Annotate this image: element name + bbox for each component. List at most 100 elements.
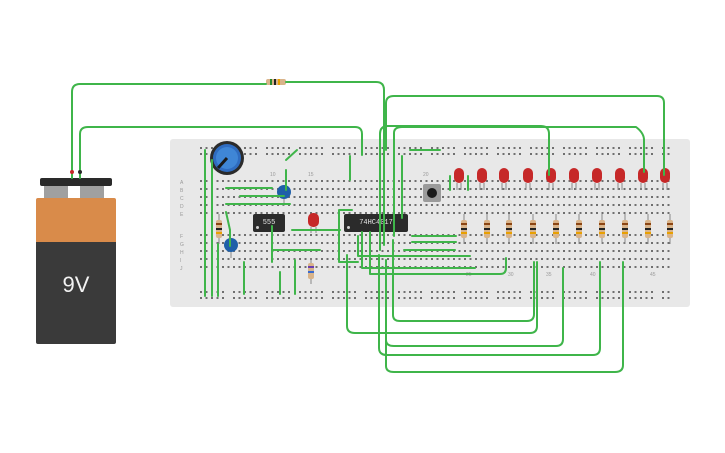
resistor-6[interactable] [576,214,582,244]
battery-terminal-positive[interactable] [80,186,104,200]
led-5[interactable] [546,168,556,190]
breadboard-hole [475,212,477,214]
breadboard-hole [299,291,301,293]
breadboard-hole [354,258,356,260]
wire-12[interactable] [338,209,359,263]
breadboard-hole [370,212,373,214]
resistor-7[interactable] [599,214,605,244]
breadboard-hole [354,266,356,268]
indicator-led[interactable] [308,213,319,233]
resistor-9[interactable] [645,214,651,244]
battery-terminal-negative[interactable] [44,186,68,200]
resistor-band [461,232,467,234]
led-10[interactable] [660,168,670,190]
column-number-30: 30 [508,272,514,278]
led-body [523,168,533,183]
breadboard-hole [420,291,422,293]
breadboard-hole [238,242,241,244]
breadboard-hole [579,258,582,260]
breadboard-hole [354,188,356,190]
breadboard-hole [409,188,411,190]
row-letter-j: J [180,266,183,272]
chip-74hc4017-counter[interactable]: 74HC4017 [344,214,408,232]
wire-4[interactable] [385,95,665,176]
resistor-5[interactable] [553,214,559,244]
breadboard-hole [249,258,252,260]
led-6[interactable] [569,168,579,190]
breadboard-hole [546,242,549,244]
resistor-3[interactable] [506,214,512,244]
resistor-top[interactable] [266,79,286,85]
led-9[interactable] [638,168,648,190]
breadboard-hole [233,196,235,198]
breadboard-hole [530,204,532,206]
wire-3[interactable] [79,126,363,179]
led-8[interactable] [615,168,625,190]
battery-9v[interactable]: 9V [36,178,116,344]
breadboard-hole [315,234,318,236]
potentiometer[interactable] [210,141,244,175]
wire-10[interactable] [346,254,538,334]
wire-9[interactable] [385,261,624,373]
resistor-2[interactable] [484,214,490,244]
breadboard-hole [497,188,499,190]
breadboard-hole [315,212,318,214]
chip-555-timer[interactable]: 555 [253,214,285,232]
led-3[interactable] [499,168,509,190]
wire-15[interactable] [357,235,471,257]
resistor-1[interactable] [461,214,467,244]
led-4[interactable] [523,168,533,190]
wire-2[interactable] [285,81,385,246]
breadboard-hole [310,234,312,236]
breadboard-hole [337,291,340,293]
wire-6[interactable] [393,126,645,237]
breadboard-hole [667,250,670,252]
resistor-8[interactable] [622,214,628,244]
resistor-10[interactable] [667,214,673,244]
resistor-timing-1[interactable] [216,214,222,244]
breadboard-hole [469,204,472,206]
breadboard-hole [519,297,521,299]
led-1[interactable] [454,168,464,190]
breadboard-hole [315,297,318,299]
breadboard-hole [337,204,340,206]
breadboard-hole [447,180,450,182]
wire-14[interactable] [369,231,507,275]
led-7[interactable] [592,168,602,190]
breadboard-hole [304,147,307,149]
wire-8[interactable] [378,254,601,356]
breadboard-hole [260,242,263,244]
breadboard-hole [365,234,367,236]
resistor-4[interactable] [530,214,536,244]
breadboard-hole [381,297,384,299]
wire-13[interactable] [361,231,476,269]
breadboard-hole [266,258,268,260]
breadboard-hole [354,196,356,198]
breadboard-hole [530,147,532,149]
breadboard-hole [365,188,367,190]
resistor-timing-2[interactable] [308,258,314,284]
breadboard-hole [255,147,257,149]
breadboard-hole [255,234,257,236]
breadboard-hole [557,180,560,182]
wire-11[interactable] [392,239,535,322]
breadboard-hole [530,196,532,198]
breadboard-hole [398,196,400,198]
wire-1[interactable] [71,83,267,179]
breadboard-hole [508,153,510,155]
wire-23[interactable] [285,149,298,161]
breadboard-hole [634,242,637,244]
breadboard-hole [579,291,582,293]
led-2[interactable] [477,168,487,190]
breadboard-hole [376,242,378,244]
breadboard-hole [535,212,538,214]
pushbutton[interactable] [423,184,441,202]
breadboard-hole [667,242,670,244]
breadboard-hole [293,242,296,244]
breadboard-hole [475,204,477,206]
breadboard-hole [436,153,439,155]
resistor-band [576,228,582,230]
wire-22[interactable] [225,211,231,247]
